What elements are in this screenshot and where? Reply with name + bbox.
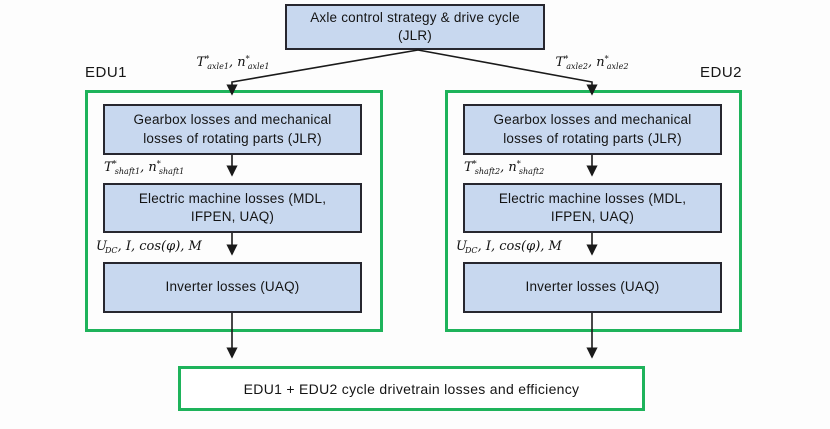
edu2-electric-machine-losses-box: Electric machine losses (MDL, IFPEN, UAQ… — [463, 183, 722, 233]
edu1-title: EDU1 — [85, 64, 128, 81]
edu1-gearbox-losses-label: Gearbox losses and mechanical losses of … — [133, 112, 332, 146]
edu2-inverter-losses-label: Inverter losses (UAQ) — [525, 279, 660, 295]
edu1-inverter-losses-label: Inverter losses (UAQ) — [165, 279, 300, 295]
axle-control-strategy-box: Axle control strategy & drive cycle (JLR… — [285, 4, 545, 50]
edu1-inverter-signal-label: UDC, I, cos(φ), M — [96, 239, 202, 255]
edu1-electric-machine-losses-box: Electric machine losses (MDL, IFPEN, UAQ… — [103, 183, 362, 233]
edu2-axle-signal-label: T*axle2, n*axle2 — [555, 54, 629, 71]
edu1-inverter-losses-box: Inverter losses (UAQ) — [103, 262, 362, 313]
edu2-shaft-signal-label: T*shaft2, n*shaft2 — [464, 159, 545, 176]
edu2-electric-machine-losses-label: Electric machine losses (MDL, IFPEN, UAQ… — [498, 190, 687, 224]
total-losses-efficiency-label: EDU1 + EDU2 cycle drivetrain losses and … — [243, 380, 580, 397]
edu2-inverter-signal-label: UDC, I, cos(φ), M — [456, 239, 562, 255]
edu2-gearbox-losses-label: Gearbox losses and mechanical losses of … — [493, 112, 692, 146]
edu2-inverter-losses-box: Inverter losses (UAQ) — [463, 262, 722, 313]
edu1-electric-machine-losses-label: Electric machine losses (MDL, IFPEN, UAQ… — [138, 190, 327, 224]
total-losses-efficiency-box: EDU1 + EDU2 cycle drivetrain losses and … — [178, 366, 645, 411]
edu1-axle-signal-label: T*axle1, n*axle1 — [196, 54, 270, 71]
edu1-gearbox-losses-box: Gearbox losses and mechanical losses of … — [103, 104, 362, 155]
edu2-title: EDU2 — [699, 64, 742, 81]
edu2-gearbox-losses-box: Gearbox losses and mechanical losses of … — [463, 104, 722, 155]
axle-control-strategy-label: Axle control strategy & drive cycle (JLR… — [310, 9, 520, 43]
edu1-shaft-signal-label: T*shaft1, n*shaft1 — [104, 159, 185, 176]
